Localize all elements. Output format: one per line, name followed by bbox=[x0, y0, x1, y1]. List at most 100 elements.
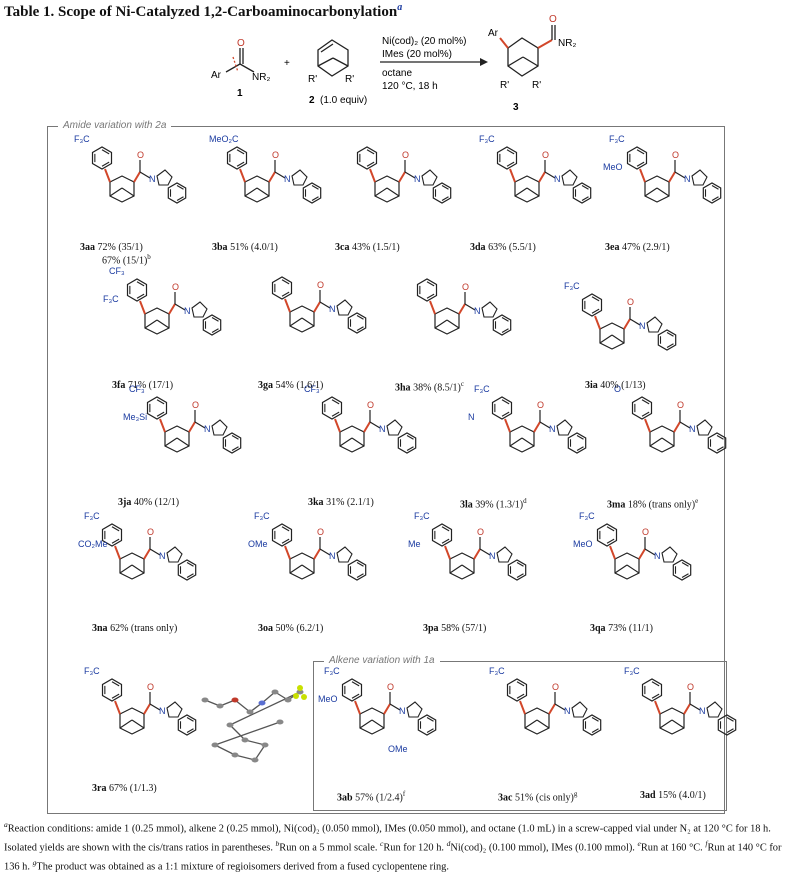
indole-benzo-ring-double-bond bbox=[356, 326, 364, 331]
indole-benzo-ring bbox=[397, 432, 417, 454]
amide-variation-frame bbox=[47, 126, 725, 814]
norbornane-ring bbox=[339, 425, 365, 453]
norbornane-ring bbox=[119, 552, 145, 580]
compound-label-3ac: 3ac 51% (cis only)g bbox=[498, 790, 577, 803]
bridge-bond bbox=[656, 187, 670, 197]
compound-yield: 57% (1/2.4) bbox=[352, 792, 403, 804]
new-cc-bond bbox=[334, 418, 341, 433]
carbonyl-oxygen: O bbox=[537, 400, 544, 410]
footnote-b-mark: b bbox=[275, 838, 280, 848]
compound-id: 3da bbox=[470, 242, 486, 253]
new-cc-bond bbox=[504, 418, 511, 433]
amide-bond bbox=[554, 703, 566, 711]
substituent-label: F₃C bbox=[324, 666, 340, 676]
compound-id: 3ha bbox=[395, 382, 411, 394]
xray-bond bbox=[244, 739, 266, 746]
new-cc-bond bbox=[623, 318, 631, 330]
indole-benzo-ring-double-bond bbox=[666, 332, 674, 337]
bridge-bond bbox=[301, 564, 315, 574]
indole-benzo-ring bbox=[707, 432, 727, 454]
aryl-ring-double-bond bbox=[591, 296, 600, 302]
aryl-ring-double-bond bbox=[641, 399, 650, 405]
amide-bond bbox=[194, 421, 206, 429]
compound-label-3ra: 3ra 67% (1/1.3) bbox=[92, 783, 157, 794]
new-cc-bond bbox=[313, 301, 321, 313]
compound-yield: 73% (11/1) bbox=[605, 623, 653, 634]
carbonyl-oxygen: O bbox=[677, 400, 684, 410]
amide-bond bbox=[479, 548, 491, 556]
footnote-a-mark: a bbox=[4, 820, 8, 829]
aryl-ring-double-bond bbox=[281, 279, 290, 285]
indole-benzo-ring-double-bond bbox=[176, 196, 184, 201]
indole-nitrogen: N bbox=[654, 551, 661, 561]
aryl-ring-double-bond bbox=[516, 681, 525, 687]
norbornane-ring bbox=[514, 175, 540, 203]
xray-atom bbox=[246, 709, 254, 715]
new-cc-bond bbox=[168, 303, 176, 315]
amide-bond bbox=[369, 421, 381, 429]
indole-benzo-ring bbox=[492, 314, 512, 336]
xray-atom bbox=[201, 697, 209, 703]
indole-benzo-ring-double-bond bbox=[591, 717, 599, 722]
compound-id: 3ab bbox=[337, 792, 353, 804]
compound-label-3ga: 3ga 54% (1.6/1) bbox=[258, 380, 323, 391]
structure-3ca: ON bbox=[356, 146, 452, 204]
footnote-d: Ni(cod)₂ (0.100 mmol), IMes (0.100 mmol)… bbox=[450, 842, 635, 854]
new-cc-bond bbox=[354, 700, 361, 715]
compound-yield: 15% (4.0/1) bbox=[655, 790, 706, 801]
amide-bond bbox=[149, 703, 161, 711]
compound-id: 3ja bbox=[118, 497, 132, 508]
new-cc-bond bbox=[538, 171, 546, 183]
compound-yield: 39% (1.3/1) bbox=[472, 499, 524, 511]
carbonyl-oxygen: O bbox=[317, 280, 324, 290]
indole-nitrogen: N bbox=[684, 174, 691, 184]
aryl-ring-double-bond bbox=[606, 526, 615, 532]
norbornane-ring bbox=[374, 175, 400, 203]
compound-id: 3ac bbox=[498, 792, 513, 804]
norbornane-ring bbox=[119, 707, 145, 735]
indole-benzo-ring-double-bond bbox=[356, 315, 364, 320]
indole-nitrogen: N bbox=[149, 174, 156, 184]
bridge-bond bbox=[526, 187, 540, 197]
norbornane-ring bbox=[524, 707, 550, 735]
aryl-ring-double-bond bbox=[111, 693, 120, 699]
xray-structure bbox=[201, 685, 307, 763]
indole-benzo-ring bbox=[567, 432, 587, 454]
new-cc-bond bbox=[639, 168, 646, 183]
carbonyl-oxygen: O bbox=[552, 682, 559, 692]
table-title-text: Table 1. Scope of Ni-Catalyzed 1,2-Carbo… bbox=[4, 4, 398, 20]
indole-pyrrole-ring bbox=[661, 546, 678, 563]
xray-atom bbox=[271, 689, 279, 695]
indole-benzo-ring-double-bond bbox=[186, 573, 194, 578]
indole-pyrrole-ring bbox=[386, 419, 403, 436]
xray-bond bbox=[254, 744, 266, 761]
indole-pyrrole-ring bbox=[211, 419, 228, 436]
aryl-ring-double-bond bbox=[441, 538, 450, 544]
aryl-ring-double-bond bbox=[426, 281, 435, 287]
indole-nitrogen: N bbox=[564, 706, 571, 716]
new-cc-bond bbox=[284, 298, 291, 313]
new-cc-bond bbox=[429, 300, 436, 315]
new-cc-bond bbox=[533, 421, 541, 433]
indole-benzo-ring bbox=[417, 714, 437, 736]
aryl-ring bbox=[506, 678, 528, 702]
footnotes: aReaction conditions: amide 1 (0.25 mmol… bbox=[4, 820, 782, 873]
indole-pyrrole-ring bbox=[571, 701, 588, 718]
indole-benzo-ring-double-bond bbox=[441, 185, 449, 190]
compound-label-3qa: 3qa 73% (11/1) bbox=[590, 623, 653, 634]
bridge-bond bbox=[446, 319, 460, 329]
xray-bond bbox=[229, 691, 301, 726]
bridge-bond bbox=[449, 564, 463, 574]
norbornane-ring bbox=[289, 552, 315, 580]
substituent-label-2: Me₃Si bbox=[123, 412, 147, 422]
bridge-bond bbox=[614, 564, 628, 574]
alkene-variation-frame bbox=[313, 661, 727, 811]
compound-label-3la: 3la 39% (1.3/1)d bbox=[460, 497, 527, 510]
compound-id: 3ia bbox=[585, 380, 598, 391]
